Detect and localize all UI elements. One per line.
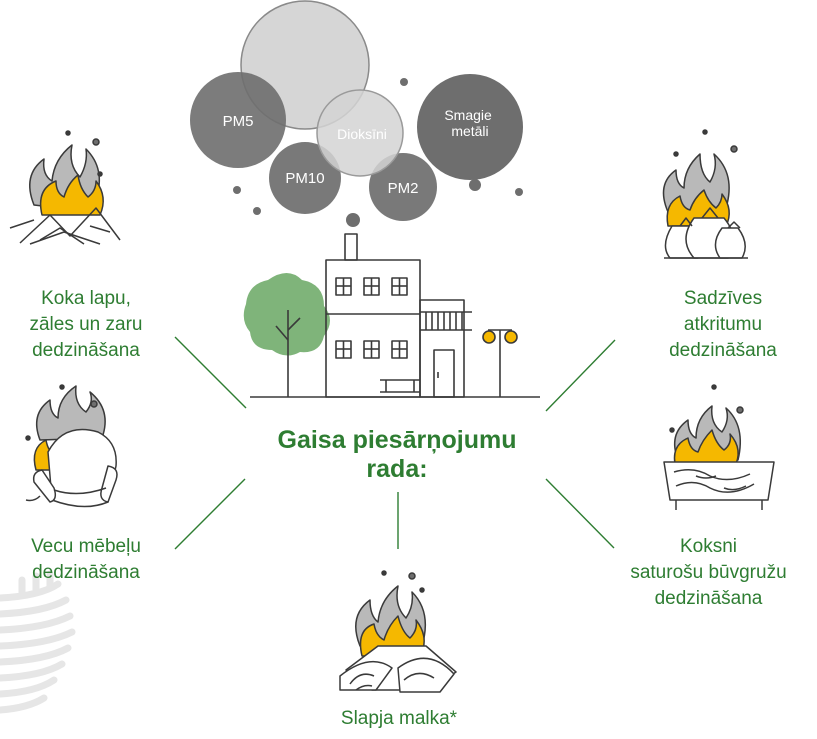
label-dioksini: Dioksīni	[337, 126, 387, 142]
dot	[253, 207, 261, 215]
connector-construction	[545, 478, 615, 549]
connector-furniture	[174, 478, 246, 550]
connector-waste	[545, 339, 616, 412]
burning-waste-bags-icon	[662, 129, 748, 259]
bubble-pm2	[369, 153, 437, 221]
label-construction-waste-burning: Koksni saturošu būvgružu dedzināšana	[630, 536, 787, 609]
label-pm5: PM5	[223, 113, 254, 130]
dot	[346, 213, 360, 227]
burning-construction-waste-icon	[663, 384, 775, 510]
burning-armchair-icon	[25, 384, 118, 508]
bubble-pm10	[269, 142, 341, 214]
label-waste-burning: Sadzīves atkritumu dedzināšana	[669, 288, 777, 361]
label-leaves-burning: Koka lapu, zāles un zaru dedzināšana	[29, 288, 143, 361]
door	[433, 349, 455, 398]
center-title: Gaisa piesārņojumu rada:	[277, 426, 517, 483]
bubble-smagie-metali	[417, 74, 523, 180]
dot	[400, 78, 408, 86]
house-illustration	[243, 233, 540, 398]
label-smagie-metali: Smagie metāli	[444, 107, 495, 139]
pollution-cloud: PM5 PM10 PM2 Dioksīni Smagie metāli	[190, 0, 523, 227]
chimney	[344, 233, 358, 261]
building	[325, 259, 421, 398]
wet-firewood-icon	[339, 570, 457, 693]
connector-lines	[174, 336, 616, 550]
dot	[233, 186, 241, 194]
label-pm10: PM10	[285, 170, 324, 187]
decorative-stripes	[0, 570, 76, 714]
bubble-dioksini	[316, 89, 404, 177]
tree-crown	[243, 273, 330, 356]
dot	[515, 188, 523, 196]
bubble-pm5	[190, 72, 286, 168]
label-pm2: PM2	[388, 180, 419, 197]
connector-leaves	[174, 336, 247, 409]
burning-leaves-icon	[9, 130, 121, 245]
label-furniture-burning: Vecu mēbeļu dedzināšana	[31, 536, 141, 583]
dot	[469, 179, 481, 191]
label-wet-firewood: Slapja malka*	[340, 708, 458, 729]
